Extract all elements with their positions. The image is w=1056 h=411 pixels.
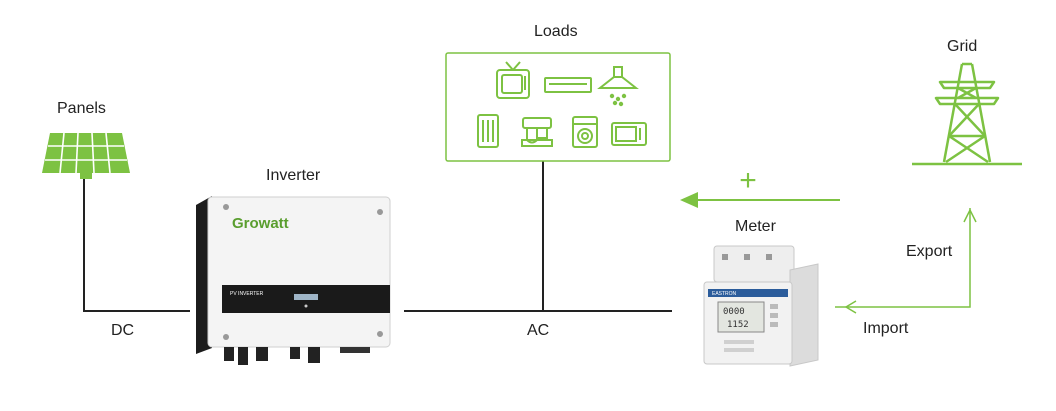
mixer-icon: [521, 117, 553, 147]
wiring: [83, 161, 672, 312]
import-arrow-head: [844, 300, 857, 314]
solar-panel-icon: [42, 132, 130, 179]
dc-label: DC: [111, 322, 135, 339]
range-hood-icon: [597, 66, 639, 107]
meter-lcd: [717, 301, 765, 333]
flow-arrows: [680, 192, 977, 314]
inverter-brand: Growatt: [232, 215, 289, 232]
heater-icon: [477, 114, 499, 148]
transmission-tower-icon: [912, 62, 1022, 166]
export-arrow-line: [835, 208, 971, 308]
meter-label: Meter: [735, 218, 776, 235]
meter-reading-top: 0000: [723, 307, 745, 317]
meter-reading-bottom: 1152: [727, 320, 749, 330]
panels-label: Panels: [57, 100, 106, 117]
inverter-connectors: [224, 347, 370, 365]
export-label: Export: [906, 243, 953, 260]
grid-label: Grid: [947, 38, 978, 55]
inverter-label: Inverter: [266, 167, 321, 184]
inverter-lcd: [294, 294, 318, 300]
washing-machine-icon: [572, 116, 598, 148]
meter-brand: EASTRON: [712, 291, 737, 297]
tv-icon: [496, 61, 530, 99]
inverter-device: Growatt PV INVERTER: [196, 196, 391, 365]
flow-plus-symbol: +: [739, 164, 757, 197]
air-conditioner-icon: [544, 77, 592, 93]
ac-label: AC: [527, 322, 550, 339]
microwave-icon: [611, 122, 647, 146]
inverter-panel-text: PV INVERTER: [230, 291, 264, 297]
supply-arrow-head: [680, 192, 698, 208]
export-arrow-head: [963, 208, 977, 223]
dc-line: [83, 178, 190, 312]
meter-device: EASTRON 0000 1152: [703, 245, 819, 367]
import-label: Import: [863, 320, 909, 337]
loads-label: Loads: [534, 23, 578, 40]
